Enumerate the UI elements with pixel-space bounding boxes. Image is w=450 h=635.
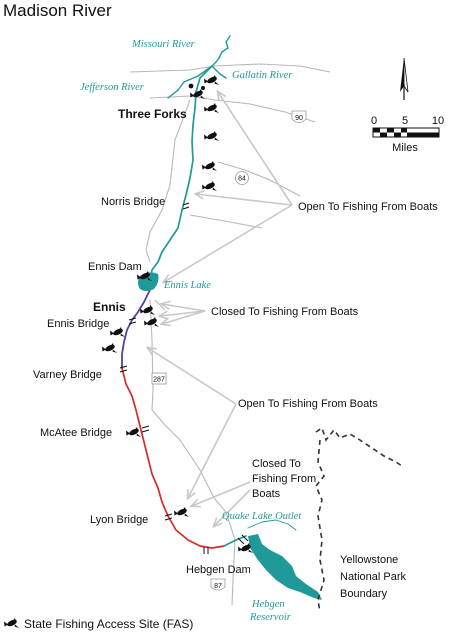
legend-label: State Fishing Access Site (FAS) (24, 617, 193, 631)
callout-arrows (148, 92, 293, 526)
route-84-shield: 84 (235, 171, 249, 185)
ennis-label: Ennis (93, 300, 126, 314)
park-boundary-line (315, 426, 403, 613)
missouri-river-line (211, 35, 231, 67)
mcatee-bridge-label: McAtee Bridge (40, 427, 112, 439)
small-tributary (247, 519, 297, 531)
fas-fish-icon[interactable] (204, 131, 219, 141)
fas-fish-icon[interactable] (204, 103, 219, 113)
quake-lake-outlet-label: Quake Lake Outlet (222, 511, 302, 522)
route-shields: 90 84 287 87 (151, 110, 307, 591)
hebgen-reservoir-label: Hebgen Reservoir (249, 599, 292, 623)
rivers (121, 35, 297, 549)
varney-bridge-label: Varney Bridge (33, 369, 102, 381)
madison-river-ennis-segment (121, 289, 151, 369)
norris-bridge-label: Norris Bridge (101, 196, 165, 208)
madison-river-upper (149, 65, 213, 281)
scale-tick-0: 0 (371, 115, 377, 127)
callout-closed-lower: Closed To Fishing From Boats (252, 458, 319, 500)
scale-unit: Miles (392, 142, 418, 154)
callout-open-upper: Open To Fishing From Boats (298, 201, 438, 213)
route-87-shield: 87 (210, 578, 226, 591)
fas-fish-icon[interactable] (174, 507, 189, 517)
callout-closed-lower-line: Fishing From (252, 473, 316, 485)
fish-icon (4, 618, 19, 628)
lyon-bridge-label: Lyon Bridge (90, 514, 148, 526)
fas-fish-icon[interactable] (102, 343, 117, 353)
svg-text:84: 84 (238, 176, 246, 183)
madison-river-below-hebgen (223, 535, 247, 547)
trident-dot (201, 86, 205, 90)
gallatin-river-line (211, 65, 227, 79)
ennis-bridge-label: Ennis Bridge (47, 318, 109, 330)
fas-fish-icon[interactable] (204, 75, 219, 85)
fas-fish-icon[interactable] (110, 327, 125, 337)
fas-fish-icon[interactable] (202, 161, 217, 171)
jefferson-river-label: Jefferson River (80, 82, 145, 93)
route-287-shield: 287 (151, 372, 167, 385)
park-boundary-line-text: National Park (340, 571, 407, 583)
fas-fish-icon[interactable] (202, 181, 217, 191)
scale-bar: 0 5 10 Miles (371, 115, 444, 154)
fas-fish-icon[interactable] (126, 427, 141, 437)
hebgen-dam-label: Hebgen Dam (186, 564, 251, 576)
svg-text:87: 87 (214, 583, 222, 590)
park-boundary-line-text: Boundary (340, 588, 388, 600)
gallatin-river-label: Gallatin River (232, 70, 293, 81)
three-forks-label: Three Forks (118, 107, 187, 121)
hebgen-reservoir-shape (248, 534, 322, 600)
route-90-shield: 90 (291, 110, 307, 123)
scale-tick-10: 10 (432, 115, 444, 127)
map-title: Madison River (3, 1, 112, 20)
callout-closed-lower-line: Boats (252, 488, 281, 500)
ennis-lake-label: Ennis Lake (163, 280, 211, 291)
callout-open-lower: Open To Fishing From Boats (238, 398, 378, 410)
bridge-markers (119, 202, 249, 554)
scale-tick-5: 5 (402, 115, 408, 127)
north-arrow-icon (400, 57, 409, 100)
three-forks-town-dot (188, 83, 194, 89)
park-boundary-label: Yellowstone National Park Boundary (340, 554, 409, 600)
svg-text:90: 90 (295, 115, 303, 122)
missouri-river-label: Missouri River (131, 39, 196, 50)
roads (129, 63, 331, 606)
svg-text:287: 287 (153, 377, 165, 384)
jefferson-river-line (167, 65, 213, 99)
callout-closed-middle: Closed To Fishing From Boats (211, 306, 359, 318)
park-boundary-line-text: Yellowstone (340, 554, 398, 566)
legend: State Fishing Access Site (FAS) (4, 617, 193, 631)
madison-river-lower (121, 367, 225, 549)
ennis-dam-label: Ennis Dam (88, 261, 142, 273)
callout-closed-lower-line: Closed To (252, 458, 301, 470)
